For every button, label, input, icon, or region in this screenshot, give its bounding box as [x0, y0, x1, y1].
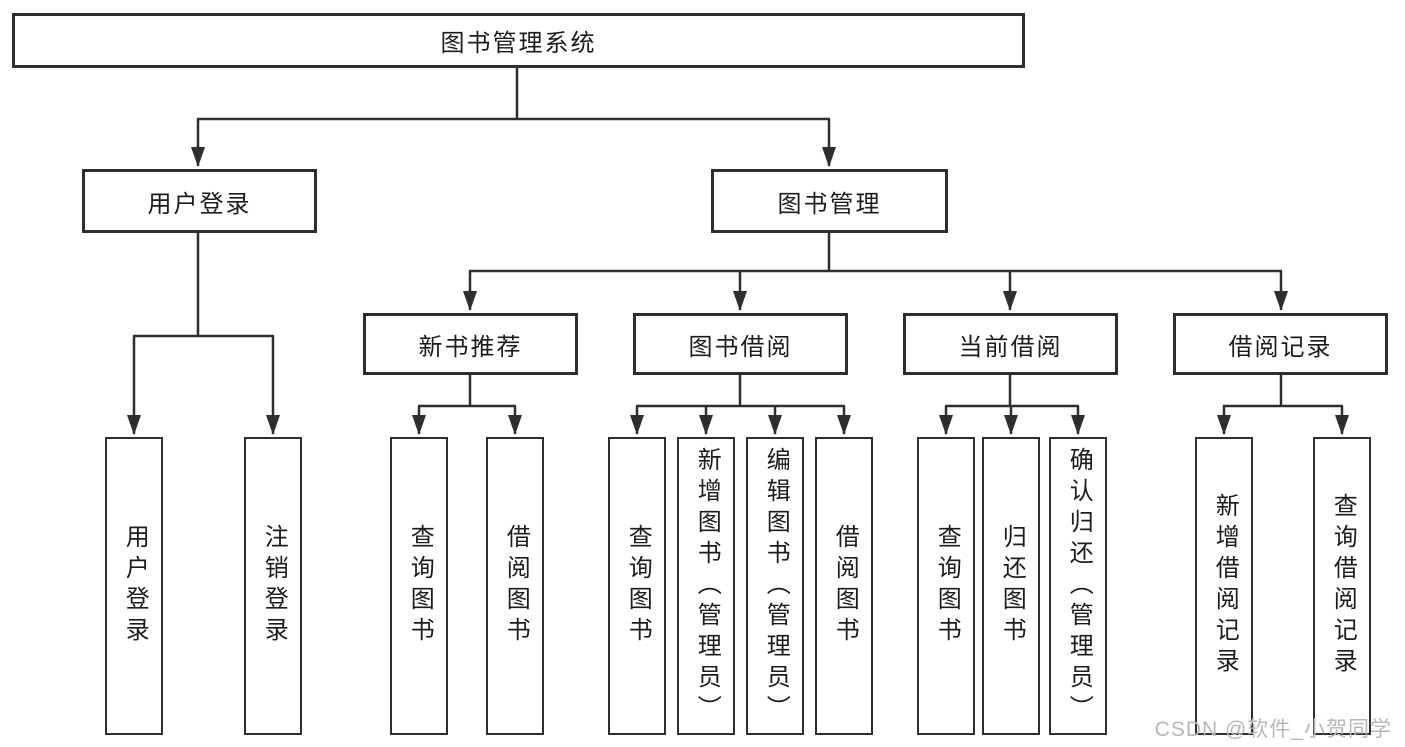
leaf-borrow-query-book: 查询图书: [608, 437, 666, 735]
leaf-records-add-borrow-record: 新增借阅记录: [1195, 437, 1253, 735]
leaf-recommend-query-book: 查询图书: [390, 437, 448, 735]
connector-book-management-branch: [469, 233, 1282, 273]
connector-recommend-branch: [418, 375, 516, 408]
connector-user-login-branch: [133, 233, 274, 338]
leaf-borrow-edit-book-admin: 编辑图书（管理员）: [746, 437, 804, 735]
leaf-current-return-book: 归还图书: [982, 437, 1040, 735]
node-new-book-recommend: 新书推荐: [363, 313, 578, 375]
leaf-records-query-borrow-record: 查询借阅记录: [1313, 437, 1371, 735]
connector-records-branch: [1223, 375, 1343, 408]
node-borrow-records: 借阅记录: [1173, 313, 1388, 375]
leaf-recommend-borrow-book: 借阅图书: [486, 437, 544, 735]
leaf-borrow-borrow-book: 借阅图书: [815, 437, 873, 735]
node-root: 图书管理系统: [12, 13, 1025, 68]
node-current-borrow: 当前借阅: [903, 313, 1118, 375]
connector-borrow-branch: [636, 375, 845, 408]
leaf-user-login: 用户登录: [105, 437, 163, 735]
connector-root-branch: [197, 68, 830, 121]
leaf-logout: 注销登录: [244, 437, 302, 735]
node-book-management: 图书管理: [711, 169, 948, 233]
csdn-watermark: CSDN @软件_小贺同学: [1154, 718, 1392, 741]
leaf-current-confirm-return-admin: 确认归还（管理员）: [1049, 437, 1107, 735]
leaf-borrow-add-book-admin: 新增图书（管理员）: [677, 437, 735, 735]
connector-current-branch: [945, 375, 1079, 408]
leaf-current-query-book: 查询图书: [917, 437, 975, 735]
node-user-login: 用户登录: [82, 169, 317, 233]
node-book-borrow: 图书借阅: [633, 313, 848, 375]
